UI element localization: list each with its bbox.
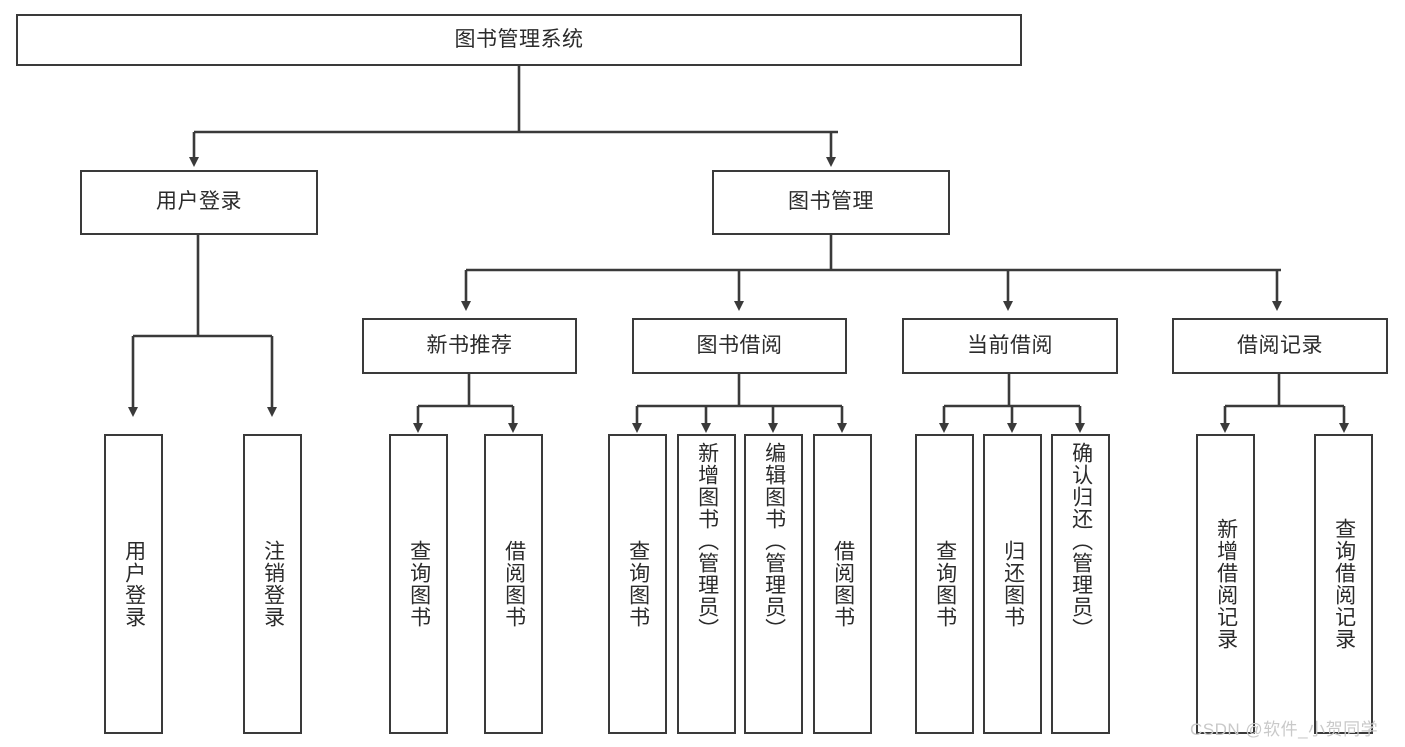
node-label: 编辑图书（管理员） bbox=[762, 442, 786, 640]
node-label: 图书管理系统 bbox=[454, 27, 584, 51]
node-label: 确认归还（管理员） bbox=[1069, 442, 1093, 640]
node-label: 当前借阅 bbox=[967, 333, 1053, 357]
leaf-record-add-borrow-record[interactable]: 新增借阅记录 bbox=[1196, 434, 1255, 734]
leaf-user-login-login[interactable]: 用户登录 bbox=[104, 434, 163, 734]
node-label: 查询图书 bbox=[626, 540, 650, 628]
leaf-borrow-edit-book-admin[interactable]: 编辑图书（管理员） bbox=[744, 434, 803, 734]
node-label: 查询借阅记录 bbox=[1332, 518, 1356, 650]
node-user-login[interactable]: 用户登录 bbox=[80, 170, 318, 235]
leaf-current-return-book[interactable]: 归还图书 bbox=[983, 434, 1042, 734]
node-label: 注销登录 bbox=[261, 540, 285, 628]
leaf-current-query-book[interactable]: 查询图书 bbox=[915, 434, 974, 734]
csdn-watermark: CSDN @软件_小贺同学 bbox=[1190, 720, 1379, 739]
node-new-book-recommend[interactable]: 新书推荐 bbox=[362, 318, 577, 374]
node-label: 借阅记录 bbox=[1237, 333, 1323, 357]
node-label: 用户登录 bbox=[122, 540, 146, 628]
leaf-user-login-logout[interactable]: 注销登录 bbox=[243, 434, 302, 734]
node-label: 图书管理 bbox=[788, 190, 874, 214]
leaf-borrow-borrow-book[interactable]: 借阅图书 bbox=[813, 434, 872, 734]
node-book-borrow[interactable]: 图书借阅 bbox=[632, 318, 847, 374]
node-label: 图书借阅 bbox=[696, 333, 783, 357]
node-label: 归还图书 bbox=[1001, 540, 1025, 628]
leaf-current-confirm-return-admin[interactable]: 确认归还（管理员） bbox=[1051, 434, 1110, 734]
node-label: 查询图书 bbox=[933, 540, 957, 628]
node-label: 新书推荐 bbox=[426, 333, 513, 357]
node-book-management[interactable]: 图书管理 bbox=[712, 170, 950, 235]
leaf-record-query-borrow-record[interactable]: 查询借阅记录 bbox=[1314, 434, 1373, 734]
leaf-borrow-add-book-admin[interactable]: 新增图书（管理员） bbox=[677, 434, 736, 734]
node-current-borrow[interactable]: 当前借阅 bbox=[902, 318, 1118, 374]
leaf-borrow-query-book[interactable]: 查询图书 bbox=[608, 434, 667, 734]
leaf-recommend-query-book[interactable]: 查询图书 bbox=[389, 434, 448, 734]
node-borrow-record[interactable]: 借阅记录 bbox=[1172, 318, 1388, 374]
node-label: 借阅图书 bbox=[831, 540, 855, 628]
leaf-recommend-borrow-book[interactable]: 借阅图书 bbox=[484, 434, 543, 734]
node-label: 新增借阅记录 bbox=[1214, 518, 1238, 650]
node-label: 用户登录 bbox=[156, 190, 242, 214]
node-label: 新增图书（管理员） bbox=[695, 442, 719, 640]
node-label: 查询图书 bbox=[407, 540, 431, 628]
node-label: 借阅图书 bbox=[502, 540, 526, 628]
node-root-library-system[interactable]: 图书管理系统 bbox=[16, 14, 1022, 66]
